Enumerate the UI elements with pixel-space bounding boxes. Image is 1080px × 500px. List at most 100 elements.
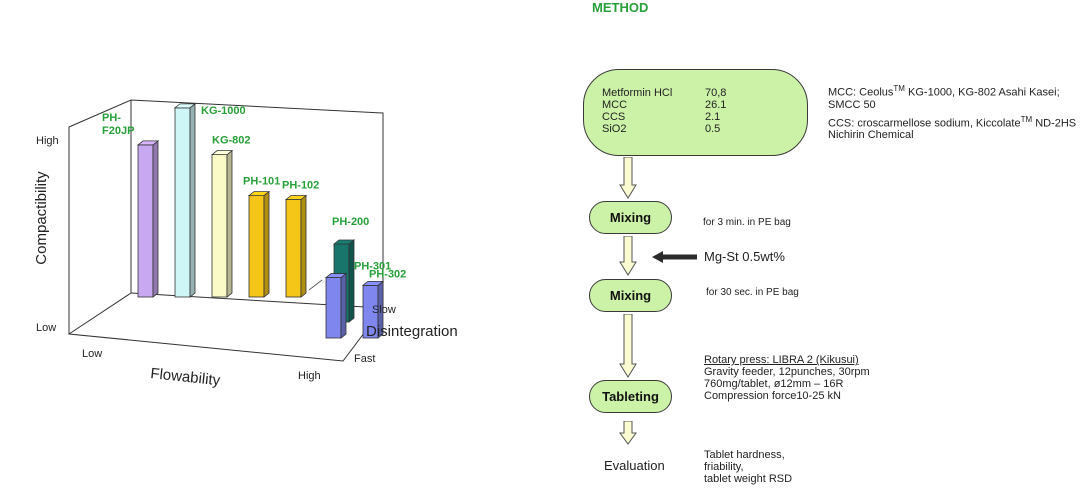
ccs-note-line2: Nichirin Chemical	[828, 129, 914, 142]
bar-top	[332, 239, 356, 245]
ingredient-value: 2.1	[705, 111, 721, 123]
bar	[361, 280, 385, 339]
y-axis-title: Compactibility	[33, 171, 50, 265]
bar-top	[247, 191, 271, 197]
label-leader-line	[308, 279, 323, 291]
bar-label: PH-102	[282, 180, 319, 192]
bar-side	[348, 239, 355, 323]
bar-front	[248, 195, 265, 298]
bar	[324, 272, 348, 339]
bar-top	[324, 273, 348, 278]
ccs-note-prefix: CCS: croscarmellose sodium, Kiccolate	[828, 117, 1021, 130]
bar-side	[263, 190, 270, 298]
mcc-note-prefix: MCC: Ceolus	[828, 86, 894, 99]
down-arrow-icon	[619, 314, 637, 378]
bar-front	[325, 277, 342, 339]
composition-table: Metformin HCl 70,8 MCC 26.1 CCS 2.1 SiO2…	[602, 87, 726, 135]
bar	[136, 140, 160, 298]
bar-top	[284, 195, 308, 200]
mixing-step-1: Mixing	[589, 201, 672, 234]
composition-row: CCS 2.1	[602, 111, 726, 123]
bar-label-line: PH-102	[282, 180, 319, 192]
bar-label-line: PH-301	[354, 261, 391, 273]
down-arrow-icon	[619, 421, 637, 445]
bar	[210, 149, 234, 298]
method-title: METHOD	[592, 0, 649, 15]
ingredient-value: 26.1	[705, 99, 727, 111]
y-tick-high: High	[36, 135, 59, 147]
y-tick-low: Low	[36, 322, 56, 334]
down-arrow-icon	[619, 157, 637, 199]
bar-side	[300, 194, 307, 298]
bar-front	[211, 154, 228, 298]
press-title: Rotary press: LIBRA 2 (Kikusui)	[704, 354, 859, 366]
frame-floor-left	[68, 292, 132, 335]
ingredient-name: CCS	[602, 111, 626, 123]
press-line: Gravity feeder, 12punches, 30rpm	[704, 366, 870, 378]
bar-label-line: KG-802	[212, 135, 251, 147]
bar-label: PH-F20JP	[102, 112, 134, 137]
materials-note: MCC: CeolusTM KG-1000, KG-802 Asahi Kase…	[828, 83, 1076, 141]
bar-label: PH-302	[369, 268, 406, 280]
composition-row: SiO2 0.5	[602, 123, 726, 135]
bar-front	[174, 107, 191, 298]
trademark-mark: TM	[1020, 114, 1033, 124]
bar-top	[136, 140, 160, 146]
mixing-step-2: Mixing	[589, 279, 672, 312]
mixing-step-2-note: for 30 sec. in PE bag	[706, 287, 799, 298]
mcc-note-suffix: KG-1000, KG-802 Asahi Kasei;	[904, 86, 1060, 99]
ingredient-value: 0.5	[705, 123, 721, 135]
down-arrow-icon	[619, 236, 637, 276]
bar-side	[226, 149, 233, 298]
x-tick-high: High	[298, 370, 321, 382]
bar-label-line: PH-200	[332, 216, 369, 228]
ccs-note-suffix: ND-2HS	[1032, 117, 1077, 130]
bar	[284, 194, 308, 298]
mcc-note-line: MCC: CeolusTM KG-1000, KG-802 Asahi Kase…	[828, 83, 1076, 99]
ingredient-name: SiO2	[602, 123, 627, 135]
ingredient-name: Metformin HCl	[602, 87, 673, 99]
bar-label-line: KG-1000	[201, 105, 246, 117]
bar-label-line: PH-302	[369, 268, 406, 280]
bar-side	[152, 140, 159, 298]
chart-bars	[136, 103, 385, 339]
bar-label-line: PH-	[102, 112, 121, 124]
bar-label: PH-101	[243, 176, 280, 188]
trademark-mark: TM	[893, 84, 905, 93]
bar-label: KG-1000	[201, 105, 246, 117]
left-arrow-icon	[652, 251, 697, 263]
bar-top	[361, 280, 385, 286]
bar-label: KG-802	[212, 135, 251, 147]
bar-label-line: PH-101	[243, 176, 280, 188]
bar-label: PH-200	[332, 216, 369, 228]
evaluation-step: Evaluation	[604, 458, 665, 473]
bar-label-line: F20JP	[102, 125, 134, 137]
ingredient-name: MCC	[602, 99, 628, 111]
tableting-step: Tableting	[589, 380, 672, 413]
additive-label: Mg-St 0.5wt%	[704, 249, 785, 264]
evaluation-item: Tablet hardness,	[704, 449, 785, 461]
mcc-note-line2: SMCC 50	[828, 98, 876, 111]
evaluation-items: Tablet hardness, friability, tablet weig…	[704, 449, 792, 485]
z-axis-title: Disintegration	[366, 323, 458, 340]
composition-row: MCC 26.1	[602, 99, 726, 111]
x-tick-low: Low	[82, 348, 102, 360]
bar	[247, 190, 271, 298]
bar-side	[340, 272, 347, 339]
bar-front	[285, 199, 302, 298]
z-tick-fast: Fast	[354, 353, 375, 365]
bar-front	[137, 144, 154, 298]
composition-row: Metformin HCl 70,8	[602, 87, 726, 99]
ccs-note-line: CCS: croscarmellose sodium, KiccolateTM …	[828, 114, 1076, 130]
evaluation-item: friability,	[704, 461, 744, 473]
bar-label: PH-301	[354, 261, 391, 273]
ingredient-value: 70,8	[705, 87, 727, 99]
press-line: 760mg/tablet, ø12mm – 16R	[704, 378, 844, 390]
composition-box: Metformin HCl 70,8 MCC 26.1 CCS 2.1 SiO2…	[583, 69, 808, 156]
bar-side	[189, 103, 196, 298]
press-line: Compression force10-25 kN	[704, 390, 841, 402]
x-axis-title: Flowability	[150, 365, 222, 389]
bar-top	[210, 150, 234, 156]
